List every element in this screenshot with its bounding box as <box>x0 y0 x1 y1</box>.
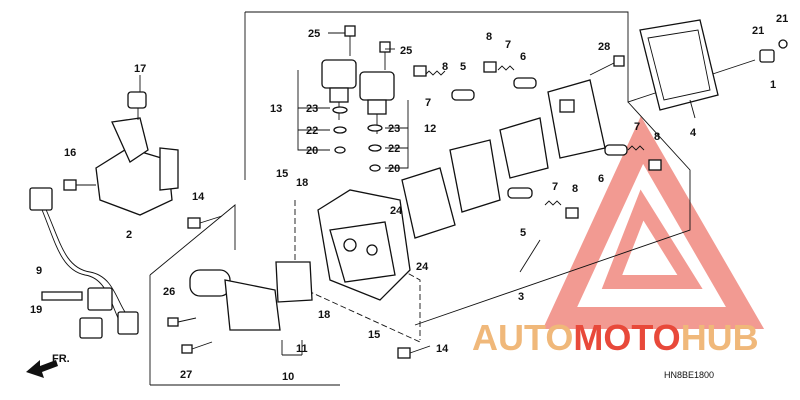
cover-4 <box>639 19 719 111</box>
label-10: 10 <box>282 371 294 383</box>
label-8-b: 8 <box>486 31 492 43</box>
plate-upper <box>499 117 549 179</box>
label-16: 16 <box>64 147 76 159</box>
direction-label: FR. <box>52 353 70 365</box>
solenoid-left <box>321 59 357 120</box>
label-3: 3 <box>518 291 524 303</box>
label-22-b: 22 <box>388 143 400 155</box>
label-4: 4 <box>690 127 697 139</box>
watermark-logo <box>542 116 765 329</box>
label-23-b: 23 <box>388 123 400 135</box>
label-12: 12 <box>424 123 436 135</box>
label-15-b: 15 <box>368 329 380 341</box>
label-15-a: 15 <box>276 168 288 180</box>
label-25-b: 25 <box>400 45 412 57</box>
plate-middle <box>449 139 501 213</box>
harness-clip <box>41 291 83 301</box>
label-18-b: 18 <box>318 309 330 321</box>
bolts-25 <box>344 25 391 70</box>
label-21-b: 21 <box>776 13 788 25</box>
label-20-b: 20 <box>388 163 400 175</box>
plug-1 <box>759 39 788 63</box>
label-25-a: 25 <box>308 28 320 40</box>
label-8-d: 8 <box>572 183 578 195</box>
label-2: 2 <box>126 229 132 241</box>
clamp-17 <box>127 91 147 109</box>
label-6-b: 6 <box>598 173 604 185</box>
label-1: 1 <box>770 79 776 91</box>
valve-body <box>317 189 411 301</box>
watermark-part1: AUTO <box>472 317 573 358</box>
label-23-a: 23 <box>306 103 318 115</box>
watermark-part3: HUB <box>681 317 759 358</box>
label-11: 11 <box>296 343 308 355</box>
front-direction-arrow: FR. <box>26 353 70 378</box>
label-20-a: 20 <box>306 145 318 157</box>
leader-lines <box>137 32 696 356</box>
label-9: 9 <box>36 265 42 277</box>
label-14-b: 14 <box>436 343 449 355</box>
callout-labels: 25 25 13 23 22 20 23 12 22 20 17 16 2 9 … <box>30 13 788 383</box>
plate-center <box>401 167 456 239</box>
label-13: 13 <box>270 103 282 115</box>
label-5-b: 5 <box>520 227 526 239</box>
label-28: 28 <box>598 41 610 53</box>
linear-solenoid <box>189 261 313 331</box>
bolt-14-lower <box>397 345 431 359</box>
bolt-26 <box>167 317 197 327</box>
bolt-27 <box>181 341 213 354</box>
label-19: 19 <box>30 304 42 316</box>
watermark-text: AUTOMOTOHUB <box>472 317 759 358</box>
label-8-a: 8 <box>442 61 448 73</box>
label-21-a: 21 <box>752 25 764 37</box>
label-5-a: 5 <box>460 61 466 73</box>
label-26: 26 <box>163 286 175 298</box>
bolt-16 <box>63 179 96 191</box>
label-8-c: 8 <box>654 131 660 143</box>
label-24-b: 24 <box>416 261 429 273</box>
bracket-part <box>95 117 179 216</box>
label-7-b: 7 <box>505 39 511 51</box>
watermark-part2: MOTO <box>573 317 680 358</box>
label-6-a: 6 <box>520 51 526 63</box>
label-7-c: 7 <box>634 121 640 133</box>
valves-springs <box>413 61 662 219</box>
label-27: 27 <box>180 369 192 381</box>
label-7-a: 7 <box>425 97 431 109</box>
bolt-14-upper <box>187 215 223 229</box>
label-24-a: 24 <box>390 205 403 217</box>
orings <box>332 106 383 172</box>
label-14-a: 14 <box>192 191 205 203</box>
label-17: 17 <box>134 63 146 75</box>
diagram-code: HN8BE1800 <box>664 370 714 380</box>
bolt-28 <box>589 55 625 76</box>
label-7-d: 7 <box>552 181 558 193</box>
upper-valve-body <box>547 79 606 159</box>
label-22-a: 22 <box>306 125 318 137</box>
label-18-a: 18 <box>296 177 308 189</box>
